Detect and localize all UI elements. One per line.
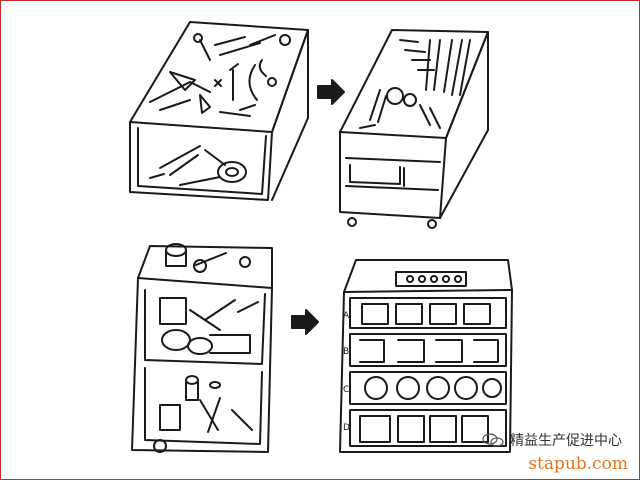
shelf-label-d: D (343, 423, 350, 433)
shelf-label-c: C (343, 385, 349, 395)
messy-workbench (129, 21, 309, 201)
arrow-right-icon (291, 309, 319, 335)
shelf-label-a: A (343, 311, 350, 321)
organized-cabinet (339, 259, 513, 453)
watermark: 精益生产促进中心 (482, 430, 622, 450)
shelf-label-b: B (343, 347, 349, 357)
messy-cabinet (131, 243, 273, 453)
site-label: stapub.com (528, 454, 628, 474)
watermark-text: 精益生产促进中心 (510, 433, 622, 449)
wechat-icon (482, 433, 504, 447)
organized-workbench (339, 29, 489, 229)
arrow-right-icon (317, 79, 345, 105)
